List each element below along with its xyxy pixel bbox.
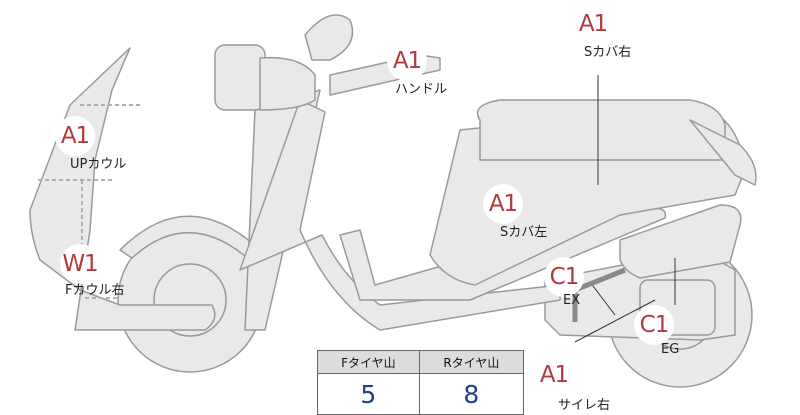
label-up-cowl: UPカウル [70, 157, 127, 172]
front-tread-value: 5 [317, 373, 420, 415]
label-f-cowl-right: Fカウル右 [65, 283, 125, 298]
front-tread-header: Fタイヤ山 [317, 350, 420, 374]
mirror [304, 14, 354, 61]
grade-eg: C1 [634, 305, 674, 345]
grade-s-cover-right: A1 [573, 4, 613, 44]
label-ex: EX [563, 293, 581, 308]
head-box [214, 44, 266, 111]
grade-muffler-right: A1 [534, 355, 574, 395]
tread-header-row: Fタイヤ山 Rタイヤ山 [317, 350, 525, 374]
grade-handle: A1 [387, 41, 427, 81]
rear-fender [689, 119, 757, 186]
grade-ex: C1 [544, 257, 584, 297]
seat [476, 99, 726, 161]
leader-muffler [574, 299, 656, 343]
rear-tread-value: 8 [418, 373, 525, 415]
label-muffler-right: サイレ右 [558, 398, 611, 413]
headlight [259, 56, 316, 111]
grade-up-cowl: A1 [55, 116, 95, 156]
muffler [619, 204, 742, 279]
tire-tread-table: Fタイヤ山 Rタイヤ山 5 8 [317, 350, 525, 415]
label-eg: EG [661, 342, 680, 357]
grade-f-cowl-right: W1 [60, 244, 100, 284]
label-s-cover-right: Sカバ右 [584, 45, 632, 60]
label-handle: ハンドル [395, 82, 448, 97]
grade-s-cover-left: A1 [483, 184, 523, 224]
label-s-cover-left: Sカバ左 [500, 225, 548, 240]
frame-main [239, 99, 561, 331]
leader-ex [589, 281, 616, 316]
tread-value-row: 5 8 [317, 373, 525, 415]
rear-tread-header: Rタイヤ山 [418, 350, 525, 374]
